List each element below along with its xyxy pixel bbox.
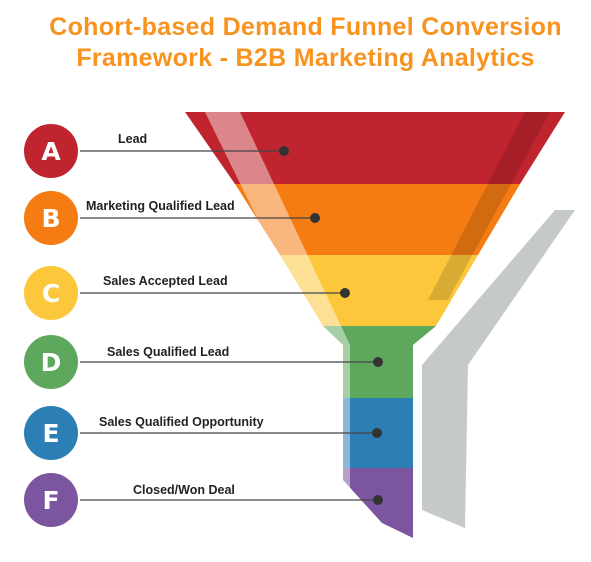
stage-circle-a: A — [24, 124, 78, 178]
stage-circle-c: C — [24, 266, 78, 320]
stage-label-e: Sales Qualified Opportunity — [99, 415, 264, 429]
stage-label-b: Marketing Qualified Lead — [86, 199, 235, 213]
diagram-title: Cohort-based Demand Funnel Conversion Fr… — [0, 12, 591, 74]
stage-letter-f: F — [42, 486, 59, 515]
funnel-shading — [428, 112, 550, 300]
connector-dot-a — [279, 146, 289, 156]
funnel-band-a — [185, 112, 565, 184]
stage-circle-e: E — [24, 406, 78, 460]
title-line-2: Framework - B2B Marketing Analytics — [76, 44, 535, 72]
stage-label-c: Sales Accepted Lead — [103, 274, 228, 288]
stage-label-d: Sales Qualified Lead — [107, 345, 230, 359]
funnel-band-c — [280, 255, 478, 326]
stage-letter-a: A — [41, 137, 61, 166]
connector-dot-f — [373, 495, 383, 505]
stage-label-f: Closed/Won Deal — [133, 483, 235, 497]
funnel-shadow — [422, 210, 575, 528]
title-line-1: Cohort-based Demand Funnel Conversion — [49, 13, 562, 41]
stage-letter-e: E — [42, 419, 59, 448]
stage-circle-f: F — [24, 473, 78, 527]
connector-dot-c — [340, 288, 350, 298]
connector-dot-e — [372, 428, 382, 438]
connector-dot-d — [373, 357, 383, 367]
funnel-band-b — [235, 184, 520, 255]
connectors — [80, 146, 383, 505]
stage-letter-b: B — [41, 204, 60, 233]
connector-dot-b — [310, 213, 320, 223]
stage-letter-d: D — [41, 348, 62, 377]
stage-circle-b: B — [24, 191, 78, 245]
stage-letter-c: C — [42, 279, 60, 308]
funnel-highlight — [205, 112, 350, 492]
stage-circle-d: D — [24, 335, 78, 389]
stage-label-a: Lead — [118, 132, 148, 146]
